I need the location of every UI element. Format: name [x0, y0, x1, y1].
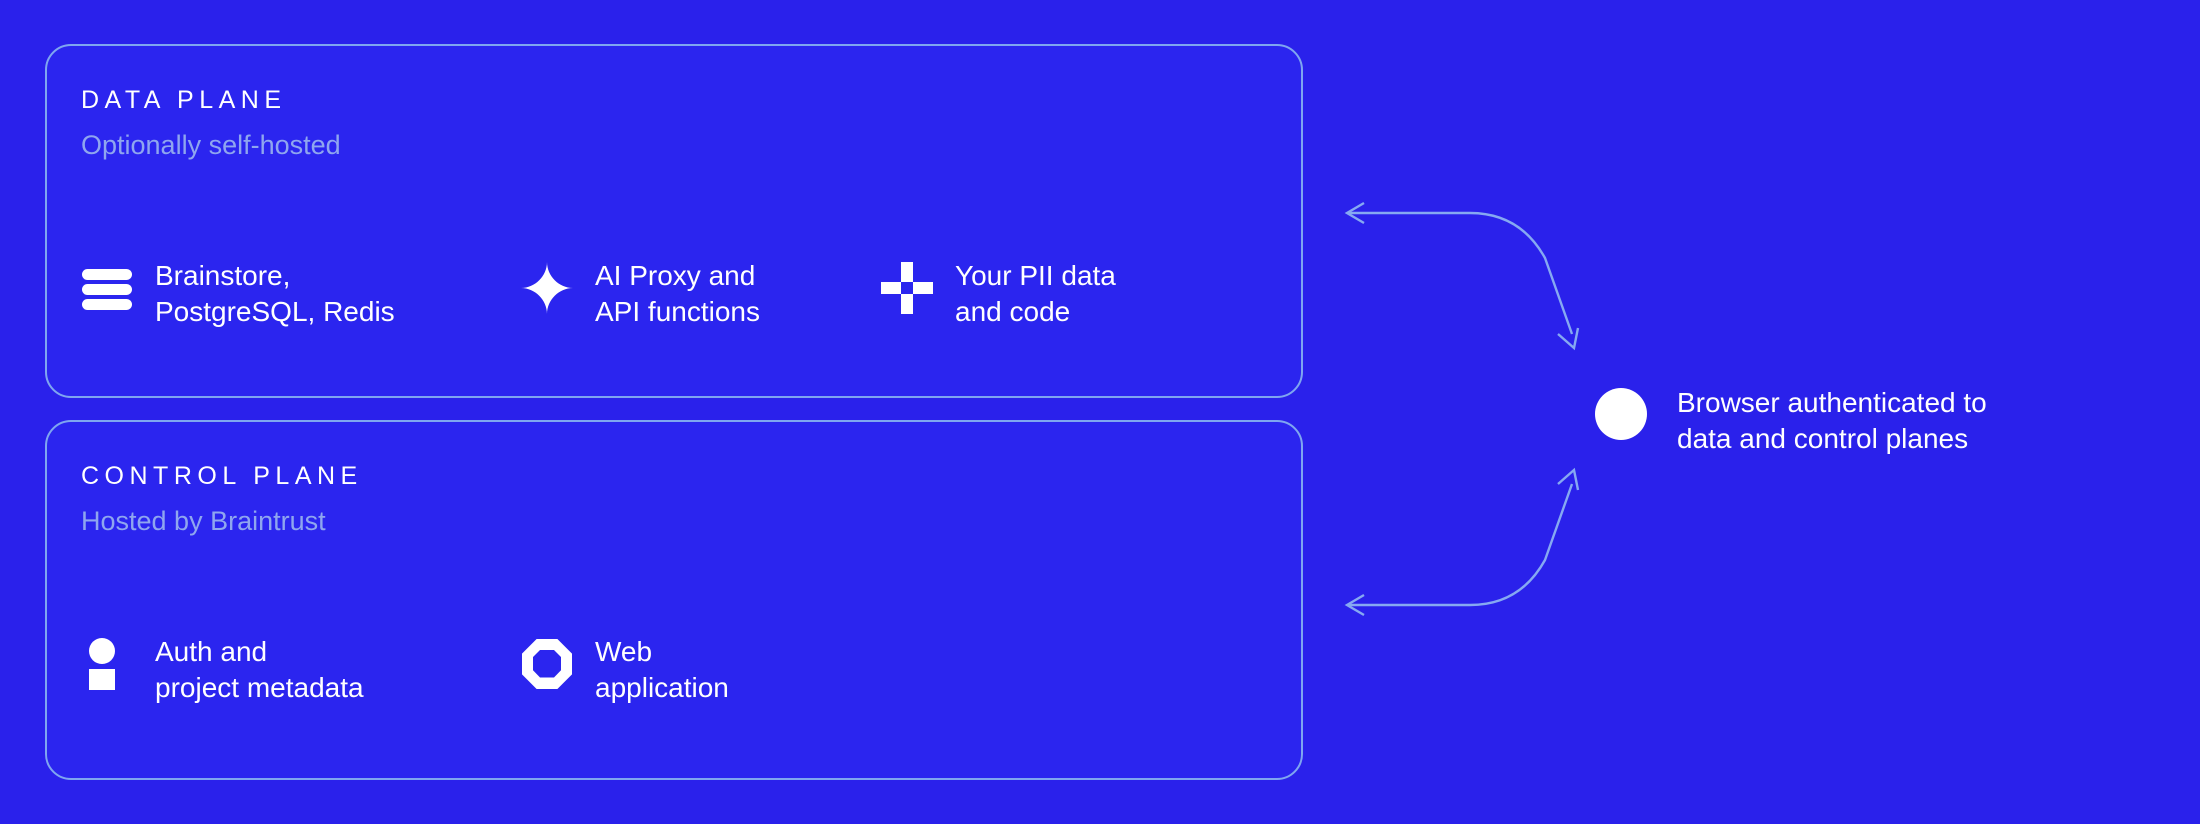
- octagon-icon: [522, 639, 572, 689]
- data-plane-subtitle: Optionally self-hosted: [81, 130, 341, 160]
- feature-pii-label: Your PII data and code: [955, 260, 1116, 327]
- control-plane-connector-arrowhead-right: [1557, 467, 1580, 491]
- browser-node-label: Browser authenticated to data and contro…: [1677, 387, 1987, 454]
- user-icon: [89, 638, 115, 690]
- data-plane-connector: [1348, 211, 1574, 335]
- browser-node: Browser authenticated to data and contro…: [1595, 385, 1987, 456]
- control-plane-subtitle: Hosted by Braintrust: [81, 506, 326, 536]
- control-plane-heading: CONTROL PLANE: [81, 462, 363, 490]
- control-plane-card: CONTROL PLANE Hosted by Braintrust Auth …: [45, 420, 1303, 780]
- data-plane-connector-arrowhead-left: [1344, 201, 1365, 225]
- feature-web-application-label: Web application: [595, 636, 729, 703]
- control-plane-connector-arrowhead-left: [1344, 593, 1365, 617]
- feature-ai-proxy-label: AI Proxy and API functions: [595, 260, 760, 327]
- control-plane-feature-row: Auth and project metadata Web applicatio…: [81, 634, 1281, 705]
- control-plane-connector: [1348, 483, 1574, 607]
- feature-pii: Your PII data and code: [881, 258, 1241, 329]
- feature-storage: Brainstore, PostgreSQL, Redis: [81, 258, 521, 329]
- data-plane-connector-arrowhead-right: [1557, 327, 1580, 351]
- sparkle-icon: [521, 262, 573, 314]
- data-plane-feature-row: Brainstore, PostgreSQL, Redis AI Proxy a…: [81, 258, 1281, 329]
- circle-icon: [1595, 388, 1647, 440]
- feature-storage-label: Brainstore, PostgreSQL, Redis: [155, 260, 395, 327]
- feature-auth-label: Auth and project metadata: [155, 636, 364, 703]
- plus-icon: [881, 262, 933, 314]
- stack-icon: [82, 269, 132, 310]
- data-plane-card: DATA PLANE Optionally self-hosted Brains…: [45, 44, 1303, 398]
- feature-auth: Auth and project metadata: [81, 634, 521, 705]
- data-plane-heading: DATA PLANE: [81, 86, 287, 114]
- feature-ai-proxy: AI Proxy and API functions: [521, 258, 881, 329]
- feature-web-application: Web application: [521, 634, 881, 705]
